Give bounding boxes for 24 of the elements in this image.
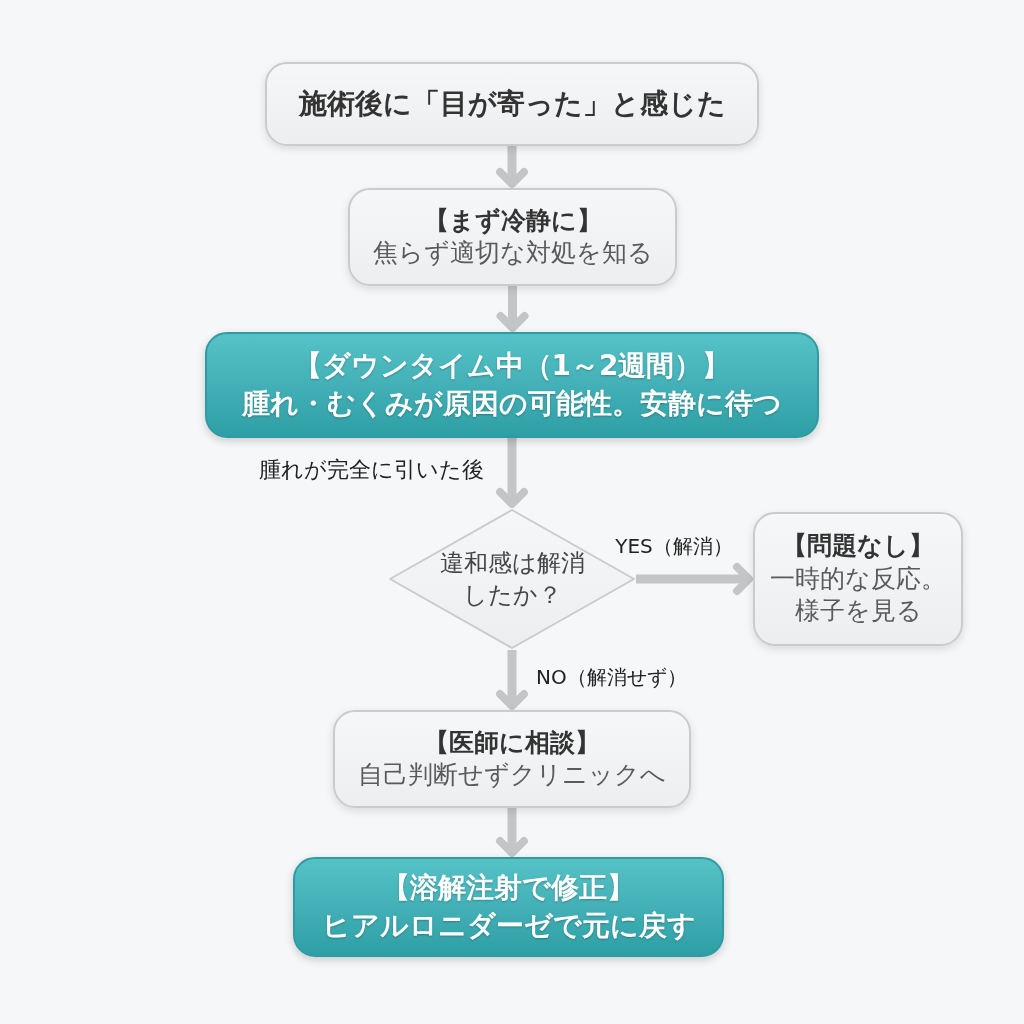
arrow [636, 563, 753, 595]
process-box [348, 188, 677, 286]
box-heading: 【溶解注射で修正】 [382, 870, 635, 907]
arrow [496, 650, 528, 710]
box-text: 焦らず適切な対処を知る [372, 237, 653, 269]
box-text: 施術後に「目が寄った」と感じた [298, 85, 726, 122]
box-text: 一時的な反応。様子を見る [769, 562, 947, 628]
highlight-box [205, 332, 819, 438]
box-heading: 【医師に相談】 [424, 726, 600, 759]
process-box [333, 710, 691, 808]
arrow [496, 146, 528, 188]
box-heading: 【ダウンタイム中（1～2週間）】 [293, 348, 731, 385]
arrow [496, 808, 528, 857]
box-text: 腫れ・むくみが原因の可能性。安静に待つ [242, 386, 782, 422]
arrow [496, 286, 529, 332]
box-text: ヒアルロニダーゼで元に戻す [321, 908, 696, 944]
box-text: 違和感は解消したか？ [438, 547, 586, 611]
process-box [753, 512, 963, 646]
box-heading: 【まず冷静に】 [423, 204, 602, 237]
highlight-box [293, 857, 724, 957]
process-box [265, 62, 759, 146]
arrow [496, 438, 528, 508]
box-text: 自己判断せずクリニックへ [358, 759, 666, 791]
box-heading: 【問題なし】 [781, 530, 935, 563]
